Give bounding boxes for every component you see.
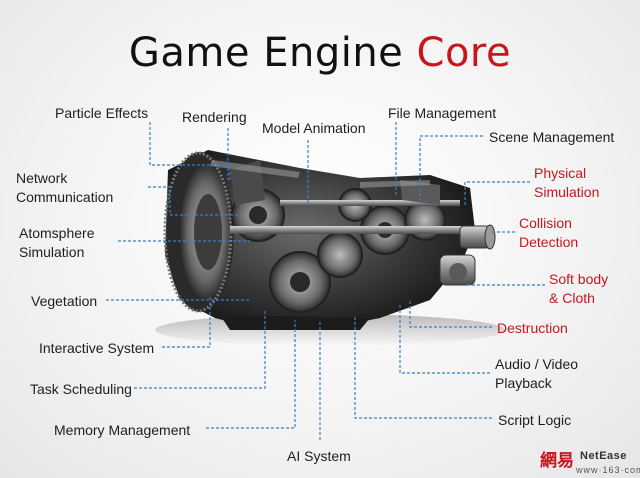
label-scene-management: Scene Management [489, 129, 615, 145]
label-memory-management: Memory Management [54, 422, 191, 438]
label-audio-video-playback: Audio / Video Playback [495, 355, 578, 393]
label-network-line1: Network [16, 170, 68, 186]
label-atmosphere-line2: Simulation [19, 244, 85, 260]
label-network-line2: Communication [16, 189, 114, 205]
label-physical-line2: Simulation [534, 184, 600, 200]
label-physical-simulation: Physical Simulation [534, 164, 599, 202]
label-destruction: Destruction [497, 320, 568, 336]
label-rendering: Rendering [182, 109, 247, 125]
label-atmosphere-line1: Atomsphere [19, 225, 95, 241]
label-audio-line2: Playback [495, 375, 552, 391]
label-atmosphere-simulation: Atomsphere Simulation [19, 224, 94, 262]
label-network-communication: Network Communication [16, 169, 113, 207]
label-softbody-line2: & Cloth [549, 290, 595, 306]
label-script-logic: Script Logic [498, 412, 572, 428]
label-physical-line1: Physical [534, 165, 587, 181]
netease-logo: 網易 NetEase www·163·com [540, 446, 640, 476]
label-interactive-system: Interactive System [39, 340, 155, 356]
label-task-scheduling: Task Scheduling [30, 381, 132, 397]
label-softbody-cloth: Soft body & Cloth [549, 270, 608, 308]
logo-chinese: 網易 [540, 451, 574, 471]
logo-url: www·163·com [576, 465, 640, 475]
label-audio-line1: Audio / Video [495, 356, 579, 372]
label-softbody-line1: Soft body [549, 271, 609, 287]
label-collision-detection: Collision Detection [519, 214, 578, 252]
label-particle-effects: Particle Effects [55, 105, 149, 121]
page-title: Game Engine Core [0, 30, 640, 76]
logo-english: NetEase [580, 450, 627, 462]
label-model-animation: Model Animation [262, 120, 366, 136]
label-vegetation: Vegetation [31, 293, 98, 309]
label-ai-system: AI System [287, 448, 351, 464]
label-collision-line1: Collision [519, 215, 572, 231]
title-accent: Core [416, 30, 512, 76]
label-file-management: File Management [388, 105, 497, 121]
label-collision-line2: Detection [519, 234, 579, 250]
title-main: Game Engine [128, 30, 417, 76]
